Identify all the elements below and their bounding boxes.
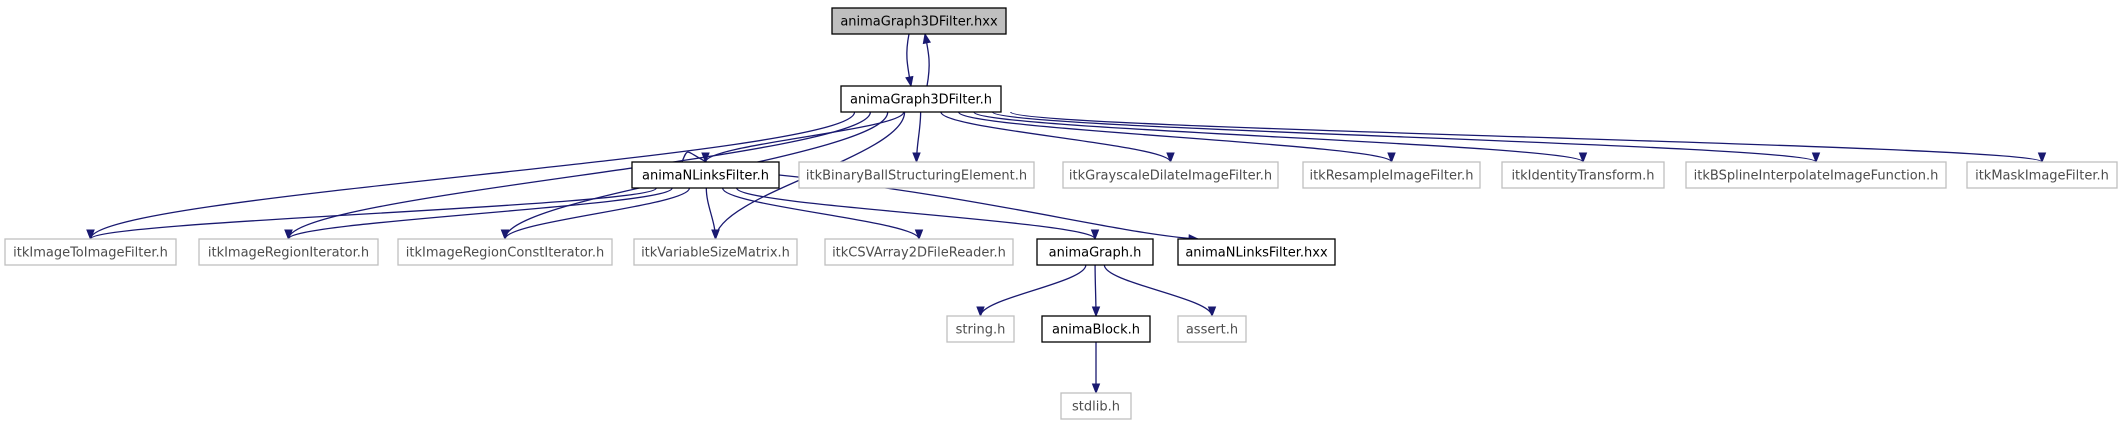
node-stdlib: stdlib.h [1060,392,1132,420]
edge-nlinks_h-to-csvarray [721,187,924,241]
node-label: animaNLinksFilter.h [642,169,769,184]
node-regioniter: itkImageRegionIterator.h [198,238,379,266]
edge-nlinks_h-to-imagetoimage [86,187,657,241]
edge-animagraph-to-string [976,264,1087,318]
node-binaryball: itkBinaryBallStructuringElement.h [798,161,1035,189]
node-label: itkImageRegionIterator.h [208,246,369,261]
edge-nlinks_h-to-regionconstiter [500,187,691,241]
node-label: itkMaskImageFilter.h [1975,169,2109,184]
node-label: itkBSplineInterpolateImageFunction.h [1694,169,1939,184]
node-identity: itkIdentityTransform.h [1501,161,1665,189]
node-label: animaGraph3DFilter.hxx [840,15,998,30]
node-label: itkResampleImageFilter.h [1309,169,1473,184]
node-grayscaledilate: itkGrayscaleDilateImageFilter.h [1062,161,1279,189]
node-label: itkCSVArray2DFileReader.h [832,246,1006,261]
edge-graph3d_h-to-binaryball [912,111,922,164]
node-varsizematrix: itkVariableSizeMatrix.h [633,238,798,266]
edge-graph3d_h-to-resample [957,111,1396,164]
edge-graph3d_h-to-nlinks_h [701,111,905,164]
edge-nlinks_h-to-regioniter [284,187,673,241]
node-label: animaBlock.h [1052,323,1140,338]
node-resample: itkResampleImageFilter.h [1302,161,1481,189]
node-string: string.h [946,315,1015,343]
node-label: itkBinaryBallStructuringElement.h [806,169,1027,184]
node-animablock[interactable]: animaBlock.h [1041,315,1151,343]
node-mask: itkMaskImageFilter.h [1966,161,2118,189]
node-bspline: itkBSplineInterpolateImageFunction.h [1685,161,1947,189]
edge-graph3d_h-to-graph3d_hxx [922,32,932,87]
edge-graph3d_h-to-identity [973,111,1588,164]
node-graph3d-hxx[interactable]: animaGraph3DFilter.hxx [831,7,1007,35]
node-label: itkImageToImageFilter.h [13,246,168,261]
node-label: itkIdentityTransform.h [1511,169,1654,184]
edges-layer [86,32,2047,395]
node-regionconstiter: itkImageRegionConstIterator.h [397,238,613,266]
node-label: itkImageRegionConstIterator.h [406,246,604,261]
node-imagetoimage: itkImageToImageFilter.h [4,238,177,266]
edge-animablock-to-stdlib [1091,341,1101,395]
node-label: string.h [956,323,1006,338]
node-assert: assert.h [1177,315,1247,343]
node-label: assert.h [1186,323,1238,338]
node-label: animaNLinksFilter.hxx [1185,246,1328,261]
edge-graph3d_h-to-bspline [991,111,1821,164]
node-nlinks-hxx[interactable]: animaNLinksFilter.hxx [1177,238,1336,266]
edge-nlinks_h-to-varsizematrix [705,187,720,241]
node-animagraph[interactable]: animaGraph.h [1036,238,1154,266]
node-label: itkGrayscaleDilateImageFilter.h [1069,169,1272,184]
nodes-layer: animaGraph3DFilter.hxx animaGraph3DFilter… [4,7,2118,420]
edge-nlinks_h-to-animagraph [736,187,1100,241]
node-label: itkVariableSizeMatrix.h [641,246,790,261]
edge-graph3d_h-to-grayscaledilate [940,111,1175,164]
edge-animagraph-to-assert [1103,264,1217,318]
edge-graph3d_h-to-mask [1010,111,2047,164]
node-label: stdlib.h [1072,400,1120,415]
node-graph3d-h[interactable]: animaGraph3DFilter.h [840,85,1002,113]
node-nlinks-h[interactable]: animaNLinksFilter.h [631,161,780,189]
node-csvarray: itkCSVArray2DFileReader.h [824,238,1014,266]
node-label: animaGraph.h [1049,246,1142,261]
node-label: animaGraph3DFilter.h [850,93,992,108]
edge-graph3d_hxx-to-graph3d_h [905,33,914,88]
edge-animagraph-to-animablock [1091,264,1101,318]
